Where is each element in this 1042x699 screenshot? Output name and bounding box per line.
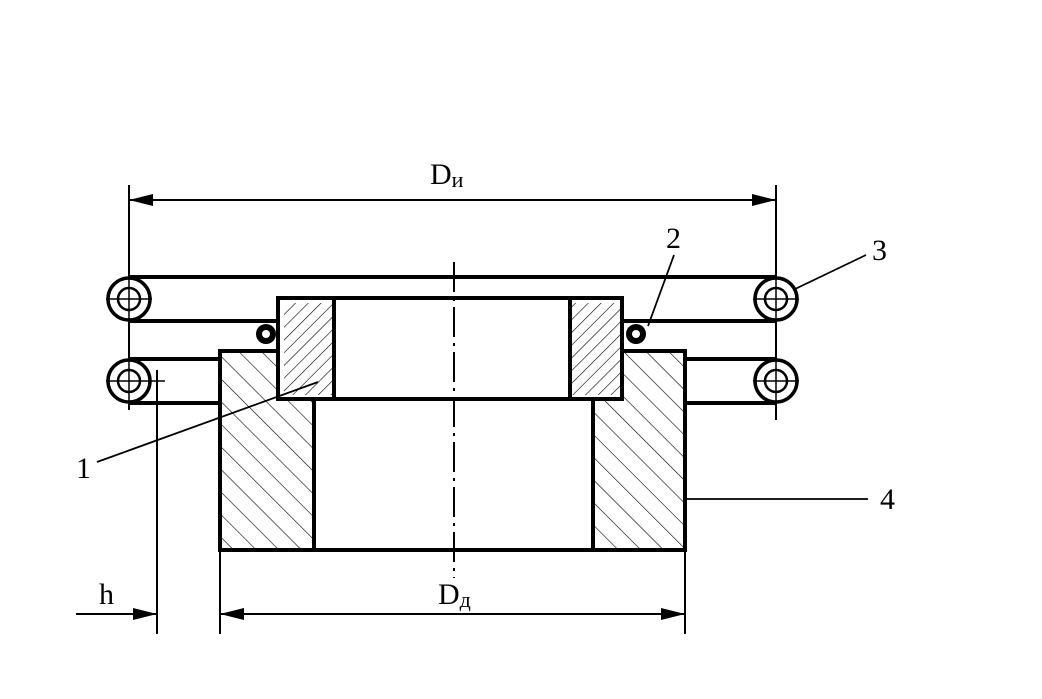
label-d-inductor: Dи	[430, 158, 464, 192]
leader-1	[96, 381, 319, 463]
leader-2	[647, 254, 675, 327]
part-1-ring	[276, 296, 624, 401]
label-d-part: Dд	[438, 578, 471, 612]
leader-3	[792, 254, 867, 291]
coil-section-bottom-left	[106, 358, 165, 410]
label-part-4: 4	[880, 483, 895, 516]
label-gap-h: h	[99, 578, 114, 611]
inductor-lower-turn	[129, 357, 776, 405]
coil-section-top-left	[106, 276, 152, 322]
coil-section-top-right	[753, 276, 799, 322]
label-part-1: 1	[76, 452, 91, 485]
label-part-3: 3	[872, 234, 887, 267]
dimension-h	[76, 370, 158, 634]
label-part-2: 2	[666, 222, 681, 255]
part-2-seal	[256, 324, 646, 344]
coil-section-bottom-right	[753, 358, 799, 420]
dimension-d-part	[219, 550, 686, 634]
inductor-upper-turn	[129, 275, 776, 323]
